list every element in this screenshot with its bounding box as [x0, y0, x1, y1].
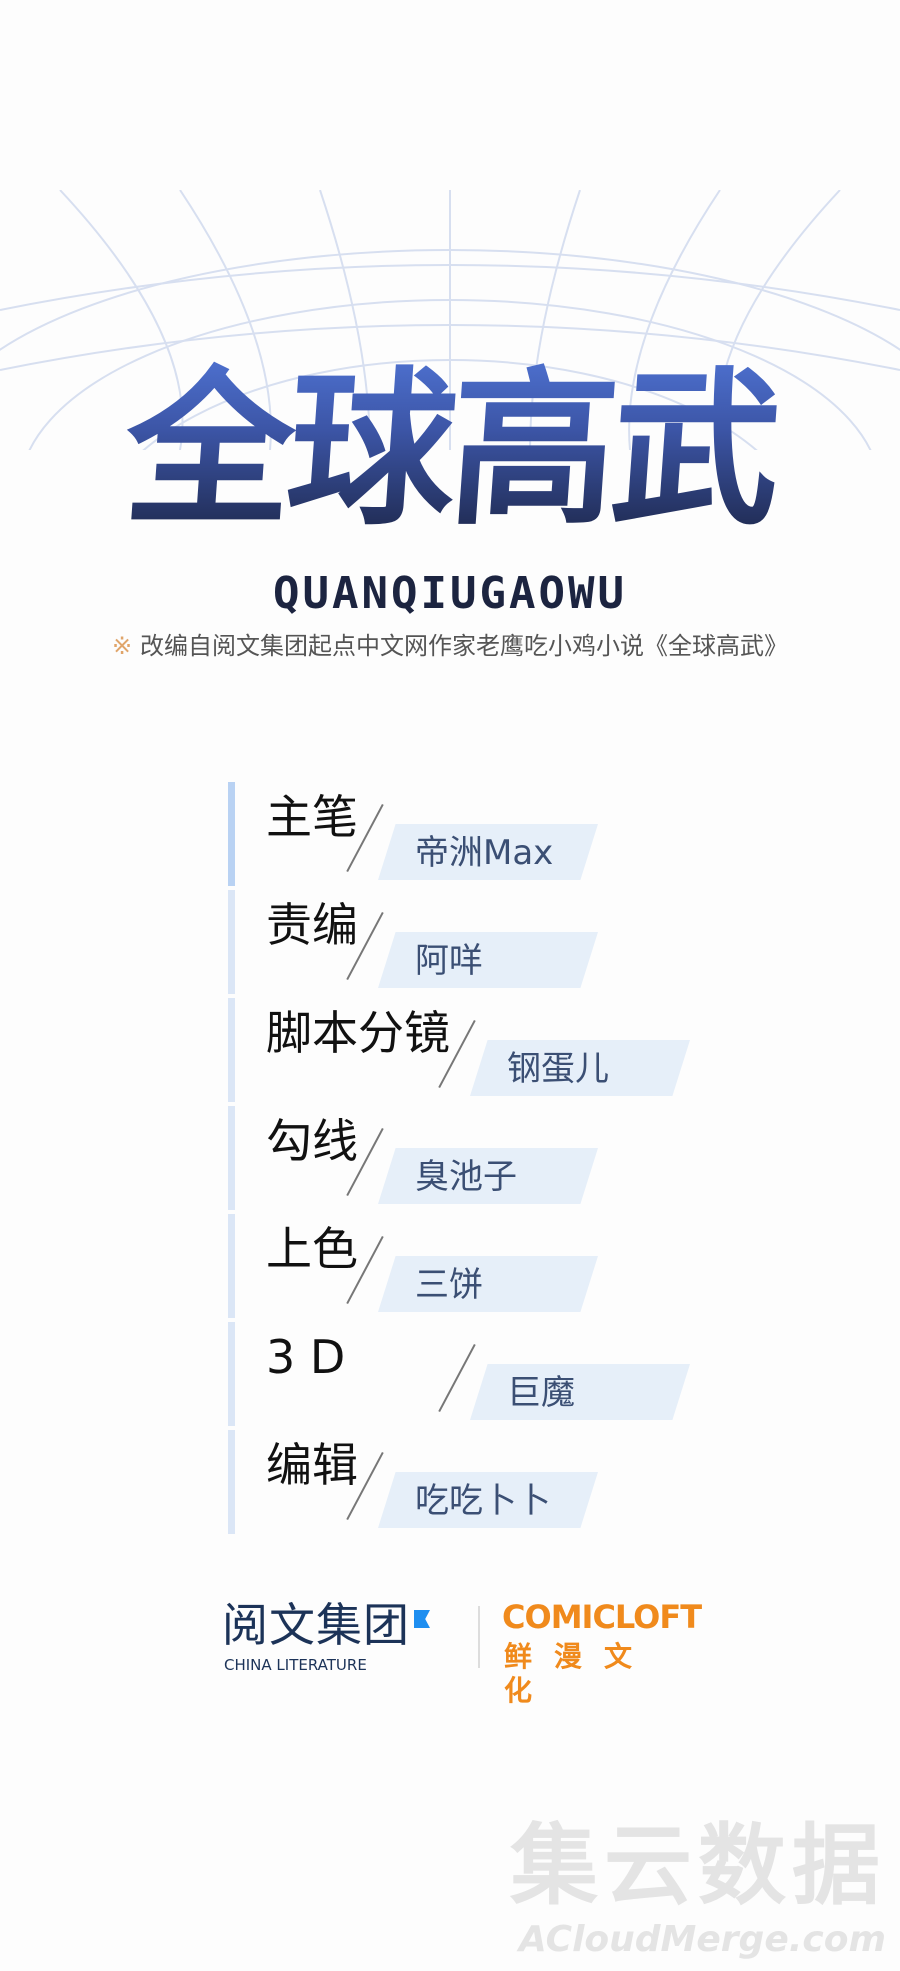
china-literature-logo-en: CHINA LITERATURE [224, 1656, 367, 1674]
china-literature-logo: 阅文集团 [222, 1598, 410, 1652]
credit-row: 勾线臭池子 [228, 1104, 788, 1212]
credit-role: 3 D [266, 1330, 346, 1384]
credit-row: 上色三饼 [228, 1212, 788, 1320]
credit-row: 主笔帝洲Max [228, 780, 788, 888]
credit-name: 钢蛋儿 [507, 1049, 609, 1089]
watermark-cn: 集云数据 [509, 1814, 886, 1917]
adaptation-note-text: 改编自阅文集团起点中文网作家老鹰吃小鸡小说《全球高武》 [140, 632, 789, 660]
credit-bar [228, 1430, 235, 1534]
adaptation-note: ※改编自阅文集团起点中文网作家老鹰吃小鸡小说《全球高武》 [0, 630, 900, 662]
credit-role: 主笔 [266, 790, 358, 844]
comicloft-logo: COMICLOFT [502, 1598, 702, 1636]
comic-title-pinyin: QUANQIUGAOWU [273, 568, 627, 619]
credit-role: 脚本分镜 [266, 1006, 450, 1060]
flag-icon [414, 1610, 430, 1628]
slash-divider [438, 1343, 476, 1413]
credit-bar [228, 1214, 235, 1318]
watermark: 集云数据 ACloudMerge.com [510, 1816, 886, 1962]
credit-name-box [378, 824, 598, 880]
credit-role: 勾线 [266, 1114, 358, 1168]
credit-name: 三饼 [415, 1265, 483, 1305]
credit-row: 编辑吃吃卜卜 [228, 1428, 788, 1536]
credit-bar [228, 1106, 235, 1210]
credit-name: 帝洲Max [415, 833, 554, 873]
credit-name-box [378, 1148, 598, 1204]
credit-row: 责编阿咩 [228, 888, 788, 996]
credit-name-box [470, 1040, 690, 1096]
credit-bar [228, 890, 235, 994]
comic-title-logo: 全球高武 [0, 350, 900, 550]
credit-name-box [378, 1472, 598, 1528]
credit-row: 脚本分镜钢蛋儿 [228, 996, 788, 1104]
credit-bar [228, 998, 235, 1102]
credit-name: 阿咩 [415, 941, 483, 981]
publisher-logos: 阅文集团 CHINA LITERATURE COMICLOFT 鲜漫文化 [220, 1598, 702, 1707]
credit-name: 吃吃卜卜 [415, 1481, 551, 1521]
credit-bar [228, 1322, 235, 1426]
reference-mark-icon: ※ [111, 632, 133, 660]
credit-role: 上色 [266, 1222, 358, 1276]
credit-row: 3 D 巨魔 [228, 1320, 788, 1428]
credit-name-box [378, 932, 598, 988]
credit-name: 臭池子 [415, 1157, 517, 1197]
watermark-en: ACloudMerge.com [518, 1919, 886, 1960]
credit-role: 责编 [266, 898, 358, 952]
logo-divider [478, 1606, 480, 1668]
credit-role: 编辑 [266, 1438, 358, 1492]
credit-name-box [378, 1256, 598, 1312]
credit-name: 巨魔 [507, 1373, 575, 1413]
globe-grid-decoration [0, 190, 900, 450]
credit-bar [228, 782, 235, 886]
comicloft-logo-cn: 鲜漫文化 [504, 1640, 655, 1707]
credit-name-box [470, 1364, 690, 1420]
